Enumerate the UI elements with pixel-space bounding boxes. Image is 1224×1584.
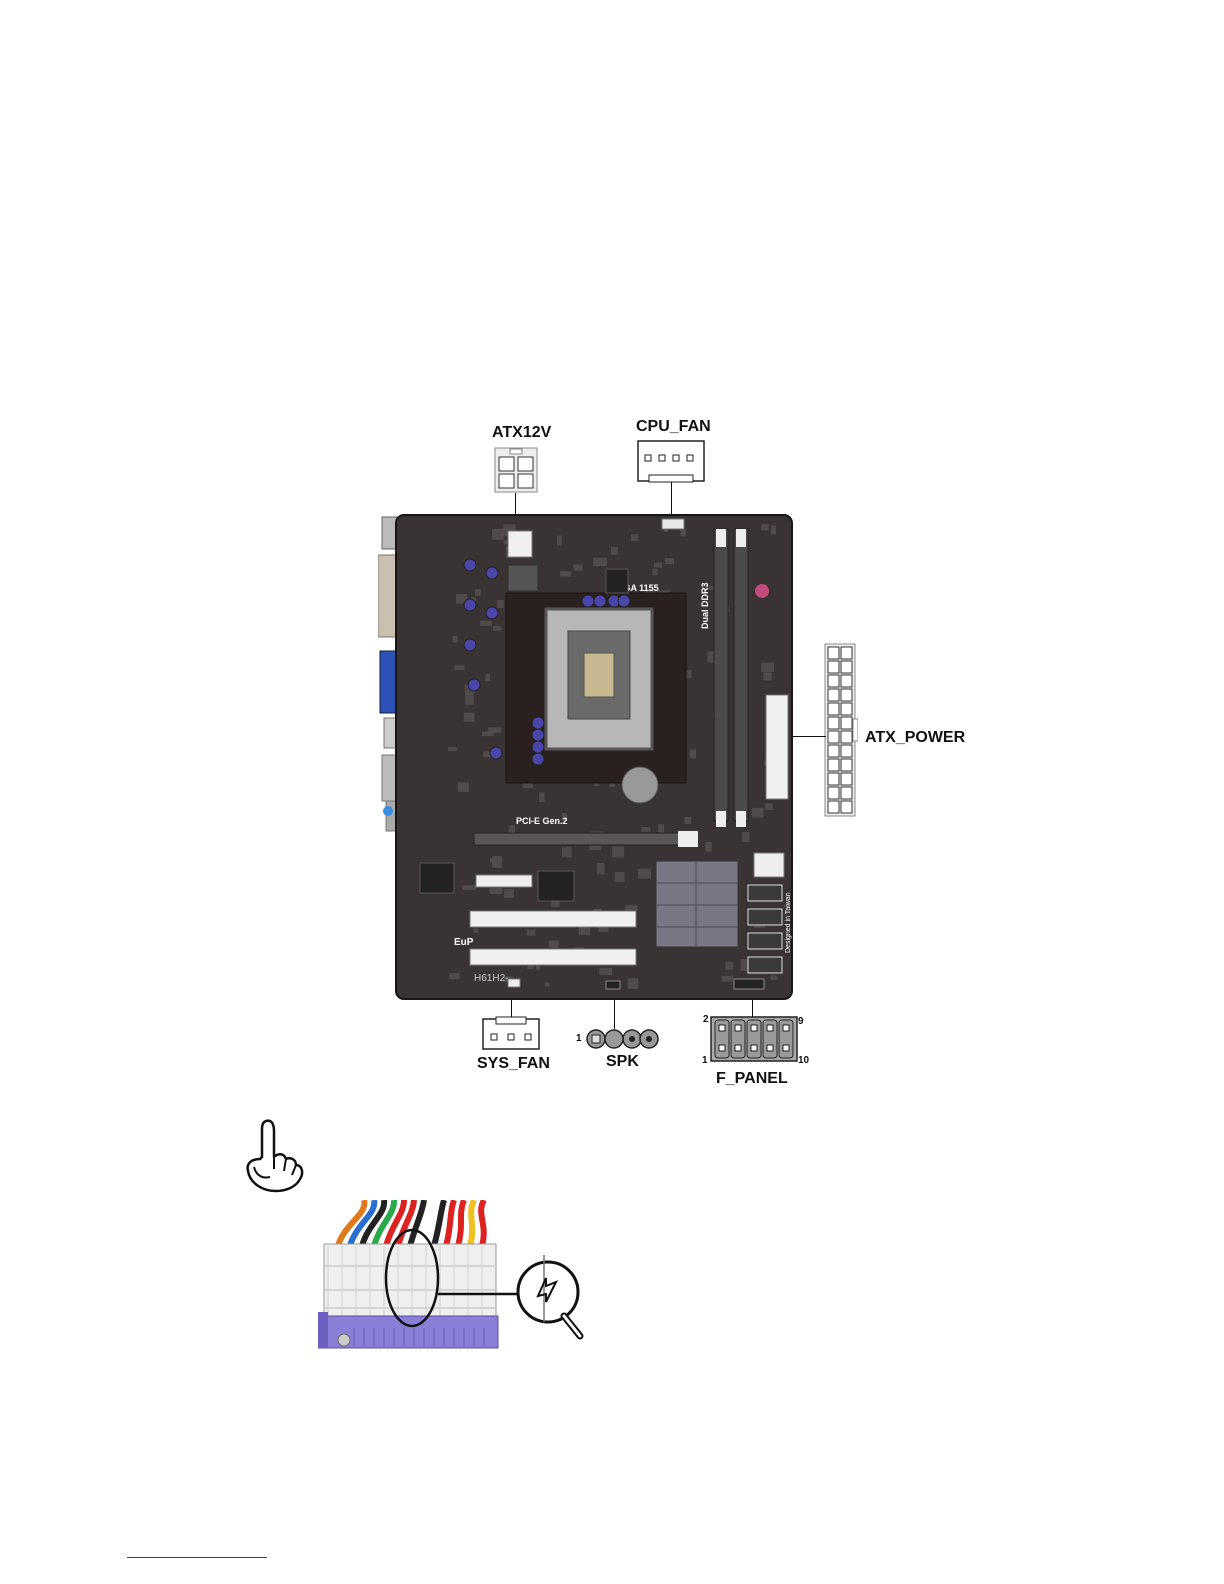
board-f-panel (734, 979, 764, 989)
sata-1 (748, 885, 782, 901)
pointing-hand-icon (242, 1117, 306, 1195)
footer-link-rule (127, 1557, 267, 1558)
f-panel-label: F_PANEL (716, 1070, 788, 1088)
board-atx12v (508, 531, 532, 557)
memory-text: Dual DDR3 (700, 582, 710, 629)
pcie-text: PCI-E Gen.2 (516, 816, 568, 826)
pcie-x16-slot (474, 833, 692, 845)
fpanel-pin2-label: 2 (703, 1014, 709, 1025)
board-atx-power (766, 695, 788, 799)
pcie-x1-slot (476, 875, 532, 887)
chipset-heatsink (656, 861, 738, 947)
pci-slot-2 (470, 949, 636, 965)
io-audio-jack (383, 806, 393, 816)
atx12v-label: ATX12V (492, 424, 551, 442)
cpu-fan-connector-diagram (637, 440, 705, 484)
board-spk (606, 981, 620, 989)
dimm-slot-1 (714, 529, 728, 821)
cpu-fan-label: CPU_FAN (636, 418, 711, 436)
board-sys-fan-2 (754, 853, 784, 877)
board-cpu-fan (662, 519, 684, 529)
atx12v-connector-diagram (494, 447, 538, 493)
spk-connector-diagram (585, 1028, 661, 1052)
f-panel-connector-diagram (710, 1016, 798, 1062)
fpanel-pin10-label: 10 (798, 1055, 809, 1066)
sata-2 (748, 909, 782, 925)
board-sys-fan (508, 979, 520, 987)
sata-3 (748, 933, 782, 949)
atx-power-connector-diagram (824, 643, 858, 817)
dimm-slot-2 (734, 529, 748, 821)
connector-housing (324, 1244, 496, 1324)
fpanel-pin9-label: 9 (798, 1016, 804, 1027)
eup-text: EuP (454, 937, 474, 948)
spk-label: SPK (606, 1053, 639, 1071)
fpanel-pin1-label: 1 (702, 1055, 708, 1066)
atx-power-label: ATX_POWER (865, 729, 965, 747)
cmos-battery (622, 767, 658, 803)
sys-fan-label: SYS_FAN (477, 1055, 550, 1073)
magnifier-icon (518, 1255, 580, 1336)
sys-fan-connector-diagram (482, 1016, 540, 1050)
taiwan-text: Designed in Taiwan (785, 892, 792, 953)
spk-pin1-label: 1 (576, 1033, 582, 1044)
atx-connector-photo (318, 1200, 588, 1350)
motherboard-image: LGA 1155 Dual DDR3 PCI-E Gen.2 EuP H61H2… (378, 513, 794, 1001)
model-text: H61H2- (474, 973, 508, 984)
sata-4 (748, 957, 782, 973)
pci-slot-1 (470, 911, 636, 927)
